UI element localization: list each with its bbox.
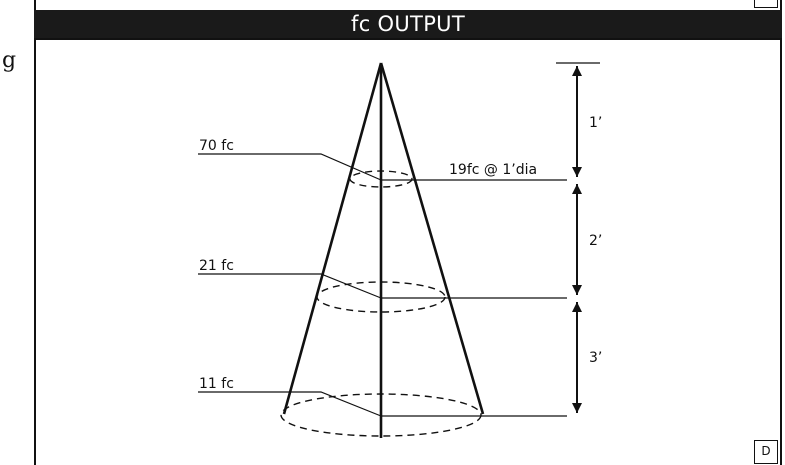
cone-left-edge — [282, 62, 383, 415]
beam-section-top — [349, 170, 413, 188]
label-11fc: 11 fc — [199, 376, 234, 392]
label-21fc: 21 fc — [199, 258, 234, 274]
beam-section-middle — [316, 281, 446, 313]
beam-section-bottom — [280, 393, 482, 437]
cone-right-edge — [379, 62, 485, 415]
leader-line-top — [198, 153, 382, 181]
page-title: fc OUTPUT — [34, 10, 782, 38]
dim-label-1ft: 1’ — [589, 115, 602, 131]
corner-page-label: D — [754, 440, 778, 464]
label-70fc: 70 fc — [199, 138, 234, 154]
label-spot-size: 19fc @ 1’dia — [449, 162, 537, 178]
dim-label-2ft: 2’ — [589, 233, 602, 249]
top-corner-tab — [754, 0, 778, 8]
leader-line-middle — [198, 273, 382, 299]
header-divider — [34, 38, 782, 40]
leader-line-bottom — [198, 391, 382, 417]
dim-label-3ft: 3’ — [589, 350, 602, 366]
side-text-fragment: g — [2, 48, 17, 73]
diagram-frame — [34, 0, 782, 465]
